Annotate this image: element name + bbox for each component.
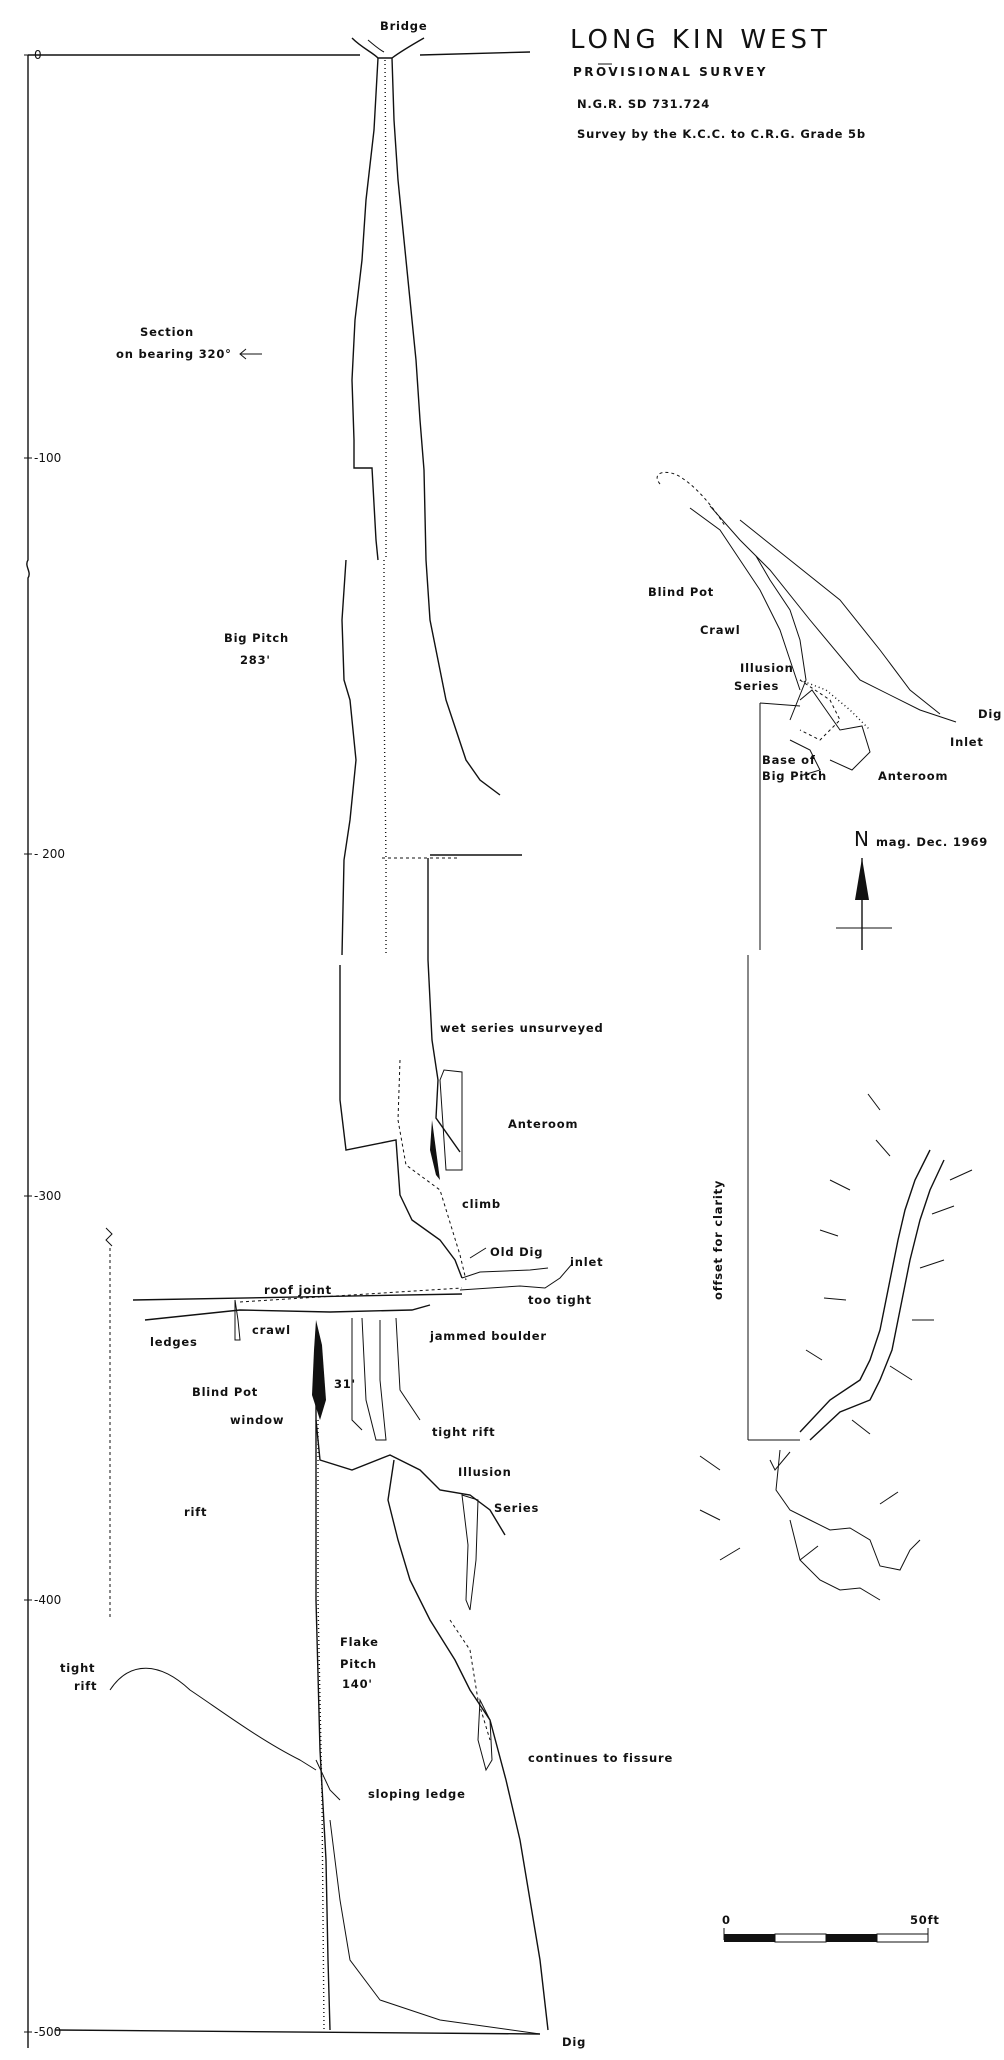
depth-tick-100: -100 [34,451,61,465]
scale-segment-2 [774,1933,827,1943]
label-illusion: Illusion [458,1465,512,1479]
depth-tick-200: - 200 [34,847,65,861]
label-inlet: inlet [570,1255,603,1269]
plan-label-series: Series [734,679,779,693]
plan-label-blind-pot: Blind Pot [648,585,714,599]
scale-segment-1 [724,1934,775,1942]
plan-label-crawl: Crawl [700,623,740,637]
plan-label-big-pitch: Big Pitch [762,769,827,783]
depth-tick-0: 0 [34,48,42,62]
elevation-wall-marks [699,1093,973,1561]
elevation-view [769,1149,945,1601]
label-big-pitch: Big Pitch [224,631,289,645]
label-dig: Dig [562,2035,586,2049]
plan-label-base-of: Base of [762,753,816,767]
label-blind-pot: Blind Pot [192,1385,258,1399]
label-roof-joint: roof joint [264,1283,332,1297]
title-block: LONG KIN WEST PROVISIONAL SURVEY N.G.R. … [570,25,866,141]
label-bridge: Bridge [380,19,427,33]
label-too-tight: too tight [528,1293,592,1307]
depth-tick-500: -500 [34,2025,61,2039]
section-note: Section on bearing 320° [116,325,262,361]
depth-scale: 0 -100 - 200 -300 -400 -500 [24,48,541,2048]
survey-credit: Survey by the K.C.C. to C.R.G. Grade 5b [577,127,866,141]
label-tight-left: tight [60,1661,95,1675]
label-crawl: crawl [252,1323,291,1337]
section-drawing [105,37,573,2035]
depth-tick-400: -400 [34,1593,61,1607]
label-climb: climb [462,1197,501,1211]
depth-ticks [24,54,32,2033]
label-flake: Flake [340,1635,379,1649]
map-subtitle: PROVISIONAL SURVEY [573,65,768,79]
section-note-line2: on bearing 320° [116,347,232,361]
plan-label-anteroom: Anteroom [878,769,948,783]
bearing-arrow-icon [239,348,262,360]
label-rift-left: rift [74,1679,97,1693]
label-tight-rift: tight rift [432,1425,495,1439]
scale-start-label: 0 [722,1913,731,1927]
north-letter: N [854,827,869,851]
depth-tick-300: -300 [34,1189,61,1203]
section-note-line1: Section [140,325,194,339]
label-pitch: Pitch [340,1657,377,1671]
north-arrow-icon [836,858,892,950]
label-old-dig: Old Dig [490,1245,543,1259]
label-offset-for-clarity: offset for clarity [711,1180,725,1300]
label-sloping-ledge: sloping ledge [368,1787,466,1801]
scale-segment-4 [876,1933,929,1943]
map-title: LONG KIN WEST [570,25,831,55]
label-rift: rift [184,1505,207,1519]
label-pitch-31: 31' [334,1377,356,1391]
label-flake-depth: 140' [342,1677,373,1691]
scale-bar: 0 50ft [722,1913,940,1943]
label-series: Series [494,1501,539,1515]
label-big-pitch-depth: 283' [240,653,271,667]
label-anteroom: Anteroom [508,1117,578,1131]
north-note: mag. Dec. 1969 [876,835,988,849]
label-ledges: ledges [150,1335,198,1349]
north-arrow: N mag. Dec. 1969 [836,827,988,950]
plan-label-dig: Dig [978,707,1002,721]
scale-end-label: 50ft [910,1913,940,1927]
label-window: window [230,1413,284,1427]
plan-labels: Blind Pot Crawl Illusion Series Dig Inle… [648,585,1002,783]
label-jammed-boulder: jammed boulder [429,1329,547,1343]
grid-reference: N.G.R. SD 731.724 [577,97,710,111]
plan-label-illusion: Illusion [740,661,794,675]
label-wet-series: wet series unsurveyed [440,1021,604,1035]
plan-label-inlet: Inlet [950,735,984,749]
section-labels: Bridge Big Pitch 283' wet series unsurve… [60,19,673,2049]
offset-note: offset for clarity [711,1180,725,1300]
plan-view [656,471,957,1441]
label-continues: continues to fissure [528,1751,673,1765]
scale-segment-3 [826,1934,877,1942]
